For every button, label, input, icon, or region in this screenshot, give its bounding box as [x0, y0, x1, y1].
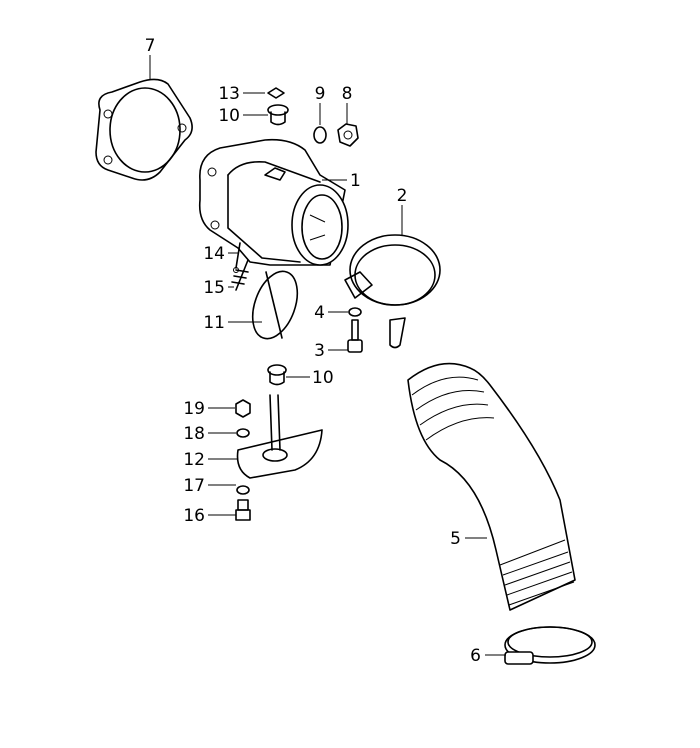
part-3-bolt [347, 319, 363, 353]
callout-16: 16 [183, 506, 205, 526]
part-8-nut [337, 123, 359, 147]
part-7-gasket [95, 78, 193, 181]
part-10-plug-lower [267, 364, 287, 386]
part-13-clip [267, 87, 285, 99]
callout-8: 8 [342, 84, 353, 104]
part-11-flap [251, 270, 299, 340]
callout-13: 13 [218, 84, 240, 104]
callout-10-lower: 10 [312, 368, 334, 388]
part-15-spring [231, 259, 249, 291]
part-6-hose-clamp [504, 626, 596, 665]
callout-18: 18 [183, 424, 205, 444]
part-5-hose [407, 362, 576, 611]
callout-4: 4 [314, 303, 325, 323]
callout-1: 1 [350, 171, 361, 191]
part-18-lockwasher [236, 428, 250, 438]
callout-10: 10 [218, 106, 240, 126]
part-9-washer [313, 126, 327, 144]
callout-15: 15 [203, 278, 225, 298]
part-4-washer [348, 307, 362, 317]
part-2-clamp [344, 234, 441, 349]
callout-6: 6 [470, 646, 481, 666]
part-16-bolt [235, 499, 251, 521]
part-17-washer [236, 485, 250, 495]
callout-17: 17 [183, 476, 205, 496]
callout-14: 14 [203, 244, 225, 264]
leader-lines [149, 55, 506, 656]
callout-7: 7 [145, 36, 156, 56]
callout-9: 9 [315, 84, 326, 104]
part-19-nut [235, 399, 251, 418]
callout-12: 12 [183, 450, 205, 470]
part-10-plug-top [267, 104, 289, 126]
callout-19: 19 [183, 399, 205, 419]
callout-11: 11 [203, 313, 225, 333]
part-12-plate [236, 394, 323, 479]
part-1-housing [198, 138, 349, 266]
part-14-pin [235, 242, 241, 269]
callout-3: 3 [314, 341, 325, 361]
callout-2: 2 [397, 186, 408, 206]
callout-5: 5 [450, 529, 461, 549]
